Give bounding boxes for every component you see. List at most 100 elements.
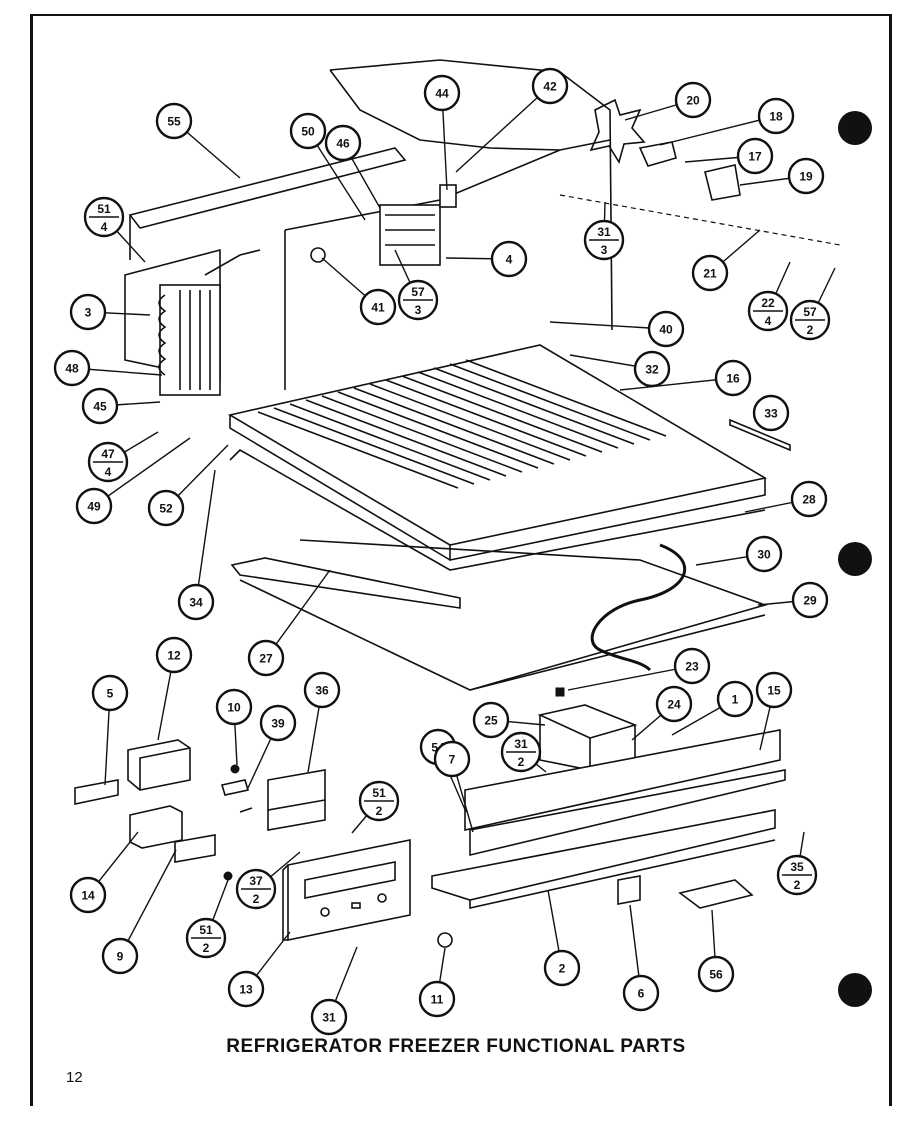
fraction-numerator: 57 [803,305,817,319]
callout-17: 17 [736,137,774,175]
callout-number: 9 [117,950,124,964]
callout-28: 28 [790,480,828,518]
callout-45: 45 [81,387,119,425]
callout-number: 55 [167,115,181,129]
callout-number: 32 [645,363,659,377]
fraction-numerator: 51 [97,202,111,216]
fraction-numerator: 35 [790,860,804,874]
fraction-callout-51-4: 514 [83,196,125,238]
callout-20: 20 [674,81,712,119]
callout-number: 29 [803,594,817,608]
callout-18: 18 [757,97,795,135]
callout-number: 5 [107,687,114,701]
callout-number: 39 [271,717,285,731]
fraction-callout-37-2: 372 [235,868,277,910]
callout-number: 28 [802,493,816,507]
fraction-numerator: 57 [411,285,425,299]
callout-number: 23 [685,660,699,674]
fraction-denominator: 2 [203,941,210,955]
fraction-callout-57-3: 573 [397,279,439,321]
leader-line [549,321,667,330]
callout-number: 52 [159,502,173,516]
page-number: 12 [66,1069,83,1086]
fraction-denominator: 2 [518,755,525,769]
callout-number: 25 [484,714,498,728]
fraction-numerator: 47 [101,447,115,461]
callout-number: 34 [189,596,203,610]
fraction-numerator: 31 [597,225,611,239]
leader-line [455,85,551,173]
diagram-title: REFRIGERATOR FREEZER FUNCTIONAL PARTS [226,1036,686,1057]
callout-number: 44 [435,87,449,101]
fraction-denominator: 2 [794,878,801,892]
callout-number: 48 [65,362,79,376]
vent-slot [433,367,635,445]
fraction-denominator: 4 [105,465,112,479]
callout-31: 31 [310,998,348,1036]
callout-44: 44 [423,74,461,112]
callout-29: 29 [791,581,829,619]
leader-line [195,469,216,603]
callout-50: 50 [289,112,327,150]
callout-number: 21 [703,267,717,281]
callout-41: 41 [359,288,397,326]
callout-9: 9 [101,937,139,975]
fraction-denominator: 4 [765,314,772,328]
fraction-callout-57-2: 572 [789,299,831,341]
callout-42: 42 [531,67,569,105]
fraction-callout-51-2: 512 [185,917,227,959]
callout-11: 11 [418,980,456,1018]
vent-slot [385,379,587,457]
callout-12: 12 [155,636,193,674]
fraction-numerator: 22 [761,296,775,310]
callout-number: 3 [85,306,92,320]
callout-6: 6 [622,974,660,1012]
callout-34: 34 [177,583,215,621]
callout-21: 21 [691,254,729,292]
fraction-numerator: 37 [249,874,263,888]
binder-hole-top [838,111,872,145]
callout-49: 49 [75,487,113,525]
callout-number: 14 [81,889,95,903]
callout-number: 2 [559,962,566,976]
vent-slot [305,399,507,477]
callout-39: 39 [259,704,297,742]
fraction-denominator: 3 [415,303,422,317]
callout-46: 46 [324,124,362,162]
callout-19: 19 [787,157,825,195]
callout-number: 4 [506,253,513,267]
callout-number: 13 [239,983,253,997]
fraction-denominator: 2 [376,804,383,818]
callout-32: 32 [633,350,671,388]
callout-number: 41 [371,301,385,315]
vent-slot [449,363,651,441]
callout-15: 15 [755,671,793,709]
callout-52: 52 [147,489,185,527]
fraction-callout-22-4: 224 [747,290,789,332]
leader-line [119,849,177,957]
fraction-denominator: 2 [253,892,260,906]
fan-motor-group [559,98,841,246]
callout-number: 30 [757,548,771,562]
vent-slot [289,403,491,481]
callout-14: 14 [69,876,107,914]
callout-27: 27 [247,639,285,677]
fraction-numerator: 51 [372,786,386,800]
defrost-control-bracket [310,184,457,266]
front-plate-assembly [431,729,786,909]
vent-slot [337,391,539,469]
vent-slot [401,375,603,453]
callout-number: 40 [659,323,673,337]
callout-33: 33 [752,394,790,432]
callout-number: 45 [93,400,107,414]
control-panel [282,839,411,941]
fraction-callout-51-2: 512 [358,780,400,822]
page-border [30,14,892,1106]
callout-number: 42 [543,80,557,94]
callout-36: 36 [303,671,341,709]
leader-line [659,115,777,146]
fraction-numerator: 51 [199,923,213,937]
fraction-denominator: 3 [601,243,608,257]
